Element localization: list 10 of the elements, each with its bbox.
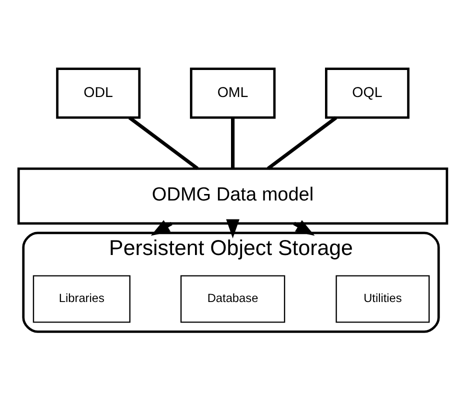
node-box: Libraries [32, 275, 130, 323]
node-box: Utilities [335, 275, 430, 323]
connector [266, 116, 337, 170]
connector [230, 118, 234, 168]
node-box: Database [180, 275, 285, 323]
node-box: OQL [324, 68, 409, 119]
node-box: OML [189, 68, 276, 119]
arrow [226, 219, 239, 238]
connector [128, 116, 198, 170]
node-box: ODL [56, 68, 140, 119]
